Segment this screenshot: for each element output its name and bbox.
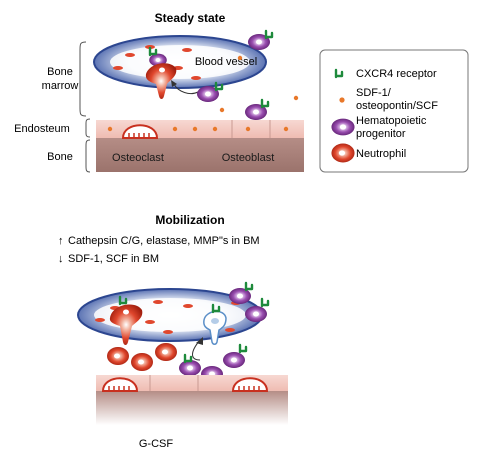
neutrophil-icon: [331, 143, 355, 163]
legend: CXCR4 receptor SDF-1/ osteopontin/SCF He…: [319, 49, 469, 173]
legend-sdf1-label-line2: osteopontin/SCF: [356, 100, 438, 112]
rbc: [182, 48, 192, 52]
neutrophil-marrow: [145, 63, 177, 99]
bone-label: Bone: [47, 151, 73, 163]
osteoblast-label: Osteoblast: [222, 152, 275, 164]
sdf1-dots-steady: [107, 55, 299, 132]
legend-neutrophil-label: Neutrophil: [356, 148, 406, 160]
bone-marrow-label-line2: marrow: [42, 80, 79, 92]
rbc: [163, 330, 173, 334]
legend-cxcr4-label: CXCR4 receptor: [356, 68, 437, 80]
bone-layer: [96, 138, 304, 172]
mobilization-arrowhead: [196, 337, 203, 345]
cxcr4-receptor-icon: [183, 353, 193, 364]
blood-vessel-label: Blood vessel: [195, 56, 257, 68]
homing-arrow: [173, 83, 199, 95]
note-arrow-up: ↑: [58, 235, 64, 247]
rbc: [183, 304, 193, 308]
cxcr4-receptor-icon: [260, 297, 270, 308]
cxcr4-receptor-icon: [260, 98, 270, 109]
note-cathepsin: Cathepsin C/G, elastase, MMP"s in BM: [68, 235, 260, 247]
rbc: [125, 53, 135, 57]
neutrophil-cell: [107, 347, 129, 365]
endosteum-label: Endosteum: [14, 123, 70, 135]
homing-arrowhead: [171, 80, 177, 87]
rbc: [191, 76, 201, 80]
osteoclast-label: Osteoclast: [112, 152, 164, 164]
progenitor-cell: [229, 288, 251, 304]
bone-bracket: [85, 139, 91, 173]
bone-layer-mobilization: [96, 391, 288, 425]
g-csf-label: G-CSF: [139, 438, 174, 450]
note-sdf1-scf: SDF-1, SCF in BM: [68, 253, 159, 265]
progenitor-cell: [223, 352, 245, 368]
bone-marrow-bracket: [79, 41, 87, 117]
endosteum-bracket: [85, 118, 91, 138]
progenitor-transmigrating: [203, 303, 227, 345]
neutrophil-cell: [131, 353, 153, 371]
rbc: [95, 318, 105, 322]
progenitor-cell: [245, 306, 267, 322]
bone-marrow-label-line1: Bone: [47, 66, 73, 78]
cxcr4-receptor-icon: [238, 343, 248, 354]
cxcr4-receptor-icon: [244, 281, 254, 292]
sdf1-dot-icon: [339, 97, 345, 103]
neutrophil-cell: [155, 343, 177, 361]
rbc: [153, 300, 163, 304]
mobilization-title: Mobilization: [155, 213, 224, 227]
legend-box: [319, 49, 469, 173]
rbc: [145, 320, 155, 324]
legend-progenitor-label-line1: Hematopoietic: [356, 115, 427, 127]
rbc: [113, 66, 123, 70]
neutrophil-transmigrating: [109, 295, 143, 345]
hematopoietic-progenitor-icon: [331, 118, 355, 136]
rbc: [225, 328, 235, 332]
cxcr4-receptor-icon: [264, 29, 274, 40]
legend-sdf1-label-line1: SDF-1/: [356, 87, 392, 99]
note-arrow-down: ↓: [58, 253, 64, 265]
steady-state-title: Steady state: [155, 11, 226, 25]
progenitor-cell: [179, 360, 201, 376]
legend-progenitor-label-line2: progenitor: [356, 128, 406, 140]
